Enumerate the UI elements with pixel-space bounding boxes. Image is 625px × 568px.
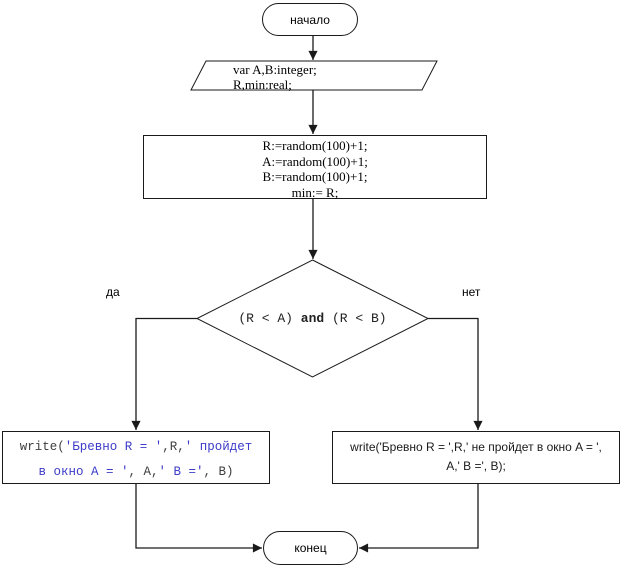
output-yes-box: write('Бревно R = ',R,' пройдет в окно A… [2,431,270,484]
output-yes-line-2: в окно A = ', A,' B =', B) [38,465,234,479]
process-line-1: R:=random(100)+1; [262,138,368,153]
declaration-line-2: R,min:real; [233,76,292,92]
end-terminal: конец [263,531,358,565]
end-label: конец [294,541,327,555]
decision-condition: (R < A) and (R < B) [238,311,387,326]
process-line-2: A:=random(100)+1; [262,153,368,169]
arrow-output-yes-to-end [135,484,262,553]
arrow-decision-no-branch [428,317,483,431]
output-no-line-2: A,' B =', B); [446,459,506,473]
process-rectangle: R:=random(100)+1; A:=random(100)+1; B:=r… [143,135,487,200]
declaration-line-1: var A,B:integer; [233,62,317,77]
process-line-4: min:= R; [291,184,339,200]
arrow-output-no-to-end [358,484,479,553]
declaration-parallelogram-shape [190,60,438,91]
output-yes-line-1: write('Бревно R = ',R,' пройдет [19,440,253,454]
output-no-line-1: write('Бревно R = ',R,' не пройдет в окн… [350,440,602,454]
arrow-decision-yes-branch [131,317,197,431]
no-branch-label: нет [462,285,481,299]
decision-diamond-shape [195,259,430,378]
declaration-parallelogram: var A,B:integer; R,min:real; [206,60,426,92]
yes-branch-label: да [106,285,120,299]
output-no-box: write('Бревно R = ',R,' не пройдет в окн… [332,431,620,484]
start-label: начало [290,12,330,27]
start-terminal: начало [262,3,358,36]
process-line-3: B:=random(100)+1; [262,169,368,184]
